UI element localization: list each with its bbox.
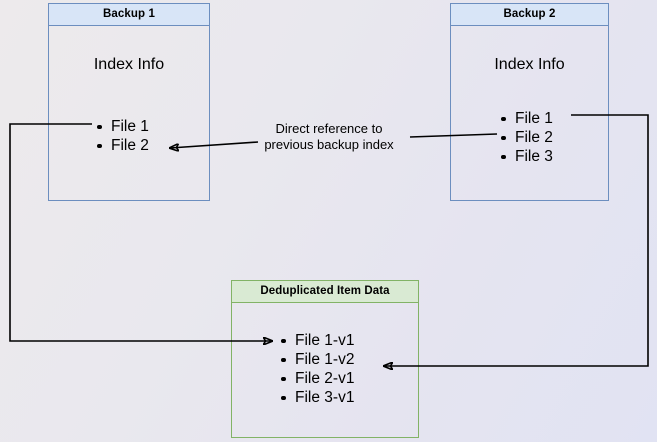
annotation-line-2: previous backup index [264, 137, 394, 152]
list-item: File 2-v1 [279, 369, 354, 388]
backup-2-box[interactable]: Backup 2 Index Info File 1 File 2 File 3 [450, 3, 609, 201]
deduplicated-item-data-body: File 1-v1 File 1-v2 File 2-v1 File 3-v1 [232, 303, 418, 437]
backup-1-file-list: File 1 File 2 [95, 117, 149, 155]
list-item: File 3 [499, 147, 553, 166]
list-item: File 1 [95, 117, 149, 136]
backup-2-body: Index Info File 1 File 2 File 3 [451, 26, 608, 200]
backup-1-box[interactable]: Backup 1 Index Info File 1 File 2 [48, 3, 210, 201]
backup-2-file-list: File 1 File 2 File 3 [499, 109, 553, 166]
annotation-line-1: Direct reference to [275, 121, 383, 136]
list-item: File 2 [499, 128, 553, 147]
direct-reference-annotation: Direct reference to previous backup inde… [244, 121, 414, 153]
backup-2-index-info-label: Index Info [494, 56, 565, 73]
backup-1-header: Backup 1 [49, 4, 209, 26]
backup-2-header: Backup 2 [451, 4, 608, 26]
list-item: File 3-v1 [279, 388, 354, 407]
deduplicated-item-data-box[interactable]: Deduplicated Item Data File 1-v1 File 1-… [231, 280, 419, 438]
list-item: File 2 [95, 136, 149, 155]
list-item: File 1-v1 [279, 331, 354, 350]
deduplicated-item-data-header: Deduplicated Item Data [232, 281, 418, 303]
backup-1-index-info-label: Index Info [93, 56, 165, 73]
deduplicated-file-list: File 1-v1 File 1-v2 File 2-v1 File 3-v1 [279, 331, 354, 407]
backup-1-body: Index Info File 1 File 2 [49, 26, 209, 200]
list-item: File 1-v2 [279, 350, 354, 369]
list-item: File 1 [499, 109, 553, 128]
